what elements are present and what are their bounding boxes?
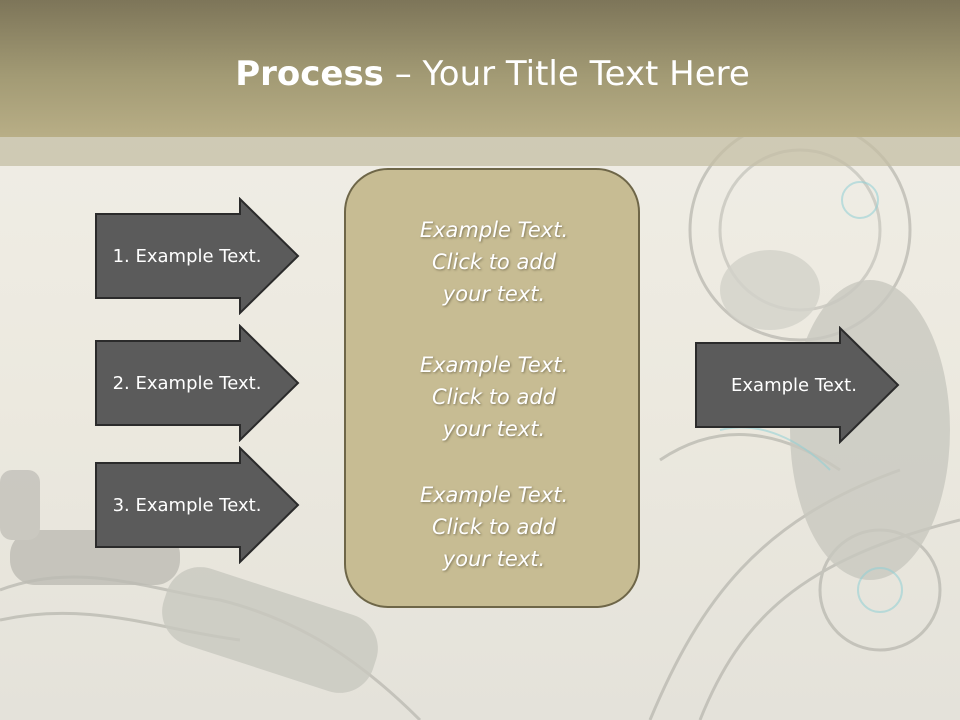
arrow-label-2: 2. Example Text. (112, 372, 262, 394)
title-rest: – Your Title Text Here (383, 54, 750, 94)
text-block-2: Example Text. Click to add your text. (346, 349, 642, 445)
block-1-line-1: Example Text. (419, 218, 569, 242)
arrow-shape (95, 197, 300, 315)
block-1-line-2: Click to add (431, 250, 556, 274)
arrow-label-1: 1. Example Text. (112, 245, 262, 267)
block-1-line-3: your text. (442, 282, 546, 306)
block-2-line-3: your text. (442, 417, 546, 441)
block-3-line-2: Click to add (431, 515, 556, 539)
arrow-shape (695, 326, 900, 444)
arrow-label-3: 3. Example Text. (112, 494, 262, 516)
block-2-line-2: Click to add (431, 385, 556, 409)
slide-title[interactable]: Process – Your Title Text Here (0, 52, 960, 96)
block-3-line-3: your text. (442, 547, 546, 571)
arrow-shape (95, 446, 300, 564)
process-arrow-1[interactable]: 1. Example Text. (94, 197, 300, 315)
text-block-1: Example Text. Click to add your text. (346, 214, 642, 310)
process-arrow-3[interactable]: 3. Example Text. (94, 446, 300, 564)
output-arrow-label: Example Text. (731, 374, 857, 396)
block-2-line-1: Example Text. (419, 353, 569, 377)
text-block-3: Example Text. Click to add your text. (346, 479, 642, 575)
process-arrow-2[interactable]: 2. Example Text. (94, 324, 300, 442)
arrow-shape (95, 324, 300, 442)
output-arrow[interactable]: Example Text. (694, 326, 900, 444)
block-3-line-1: Example Text. (419, 483, 569, 507)
center-text-box[interactable]: Example Text. Click to add your text. Ex… (344, 168, 640, 608)
title-strip (0, 137, 960, 166)
title-bold: Process (235, 54, 384, 94)
title-bar (0, 0, 960, 137)
